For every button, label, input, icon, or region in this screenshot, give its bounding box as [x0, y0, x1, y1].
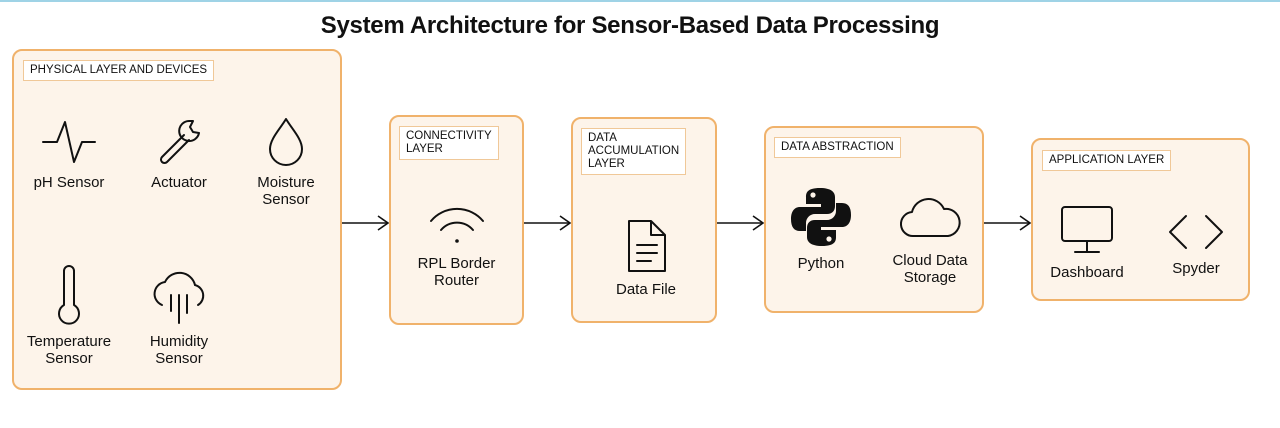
data-accumulation-layer-panel: DATA ACCUMULATION LAYER Data File	[571, 117, 717, 323]
flow-arrow-2	[524, 215, 572, 231]
moisture-sensor-label: Moisture Sensor	[257, 174, 315, 208]
data-abstraction-panel: DATA ABSTRACTION Python Cloud Data Stora…	[764, 126, 984, 313]
flow-arrow-1	[342, 215, 390, 231]
temperature-sensor-label: Temperature Sensor	[26, 333, 112, 367]
temperature-sensor-item: Temperature Sensor	[14, 265, 124, 367]
data-accumulation-layer-label: DATA ACCUMULATION LAYER	[581, 128, 687, 175]
python-item: Python	[780, 185, 862, 272]
rpl-border-router-item: RPL Border Router	[396, 205, 517, 289]
data-file-item: Data File	[583, 217, 709, 298]
physical-layer-label: PHYSICAL LAYER AND DEVICES	[23, 60, 215, 81]
cloud-data-storage-item: Cloud Data Storage	[878, 190, 982, 286]
waveform-icon	[42, 121, 96, 163]
flow-arrow-3	[717, 215, 765, 231]
monitor-icon	[1061, 206, 1113, 253]
spyder-label: Spyder	[1172, 260, 1220, 277]
wifi-icon	[429, 207, 484, 243]
ph-sensor-item: pH Sensor	[19, 116, 119, 191]
file-icon	[628, 220, 666, 272]
rpl-border-router-label: RPL Border Router	[417, 255, 496, 289]
thermometer-icon	[58, 265, 80, 325]
python-icon	[791, 188, 851, 246]
connectivity-layer-label: CONNECTIVITY LAYER	[399, 126, 499, 160]
flow-arrow-4	[984, 215, 1032, 231]
top-border-line	[0, 0, 1280, 2]
actuator-item: Actuator	[129, 116, 229, 191]
application-layer-label: APPLICATION LAYER	[1042, 150, 1172, 171]
wrench-icon	[159, 120, 200, 165]
rain-cloud-icon	[153, 271, 205, 324]
spyder-item: Spyder	[1151, 210, 1241, 277]
code-brackets-icon	[1169, 215, 1223, 249]
diagram-title: System Architecture for Sensor-Based Dat…	[320, 12, 940, 39]
dashboard-label: Dashboard	[1050, 264, 1124, 281]
cloud-data-storage-label: Cloud Data Storage	[892, 252, 968, 286]
dashboard-item: Dashboard	[1039, 204, 1135, 281]
python-label: Python	[797, 255, 845, 272]
humidity-sensor-label: Humidity Sensor	[149, 333, 209, 367]
physical-layer-panel: PHYSICAL LAYER AND DEVICES pH Sensor Act…	[12, 49, 342, 390]
ph-sensor-label: pH Sensor	[33, 174, 105, 191]
data-abstraction-label: DATA ABSTRACTION	[774, 137, 901, 158]
data-file-label: Data File	[615, 281, 677, 298]
humidity-sensor-item: Humidity Sensor	[129, 265, 229, 367]
application-layer-panel: APPLICATION LAYER Dashboard Spyder	[1031, 138, 1250, 301]
cloud-icon	[900, 198, 961, 238]
connectivity-layer-panel: CONNECTIVITY LAYER RPL Border Router	[389, 115, 524, 325]
moisture-sensor-item: Moisture Sensor	[236, 116, 336, 208]
droplet-icon	[269, 118, 303, 166]
actuator-label: Actuator	[151, 174, 207, 191]
